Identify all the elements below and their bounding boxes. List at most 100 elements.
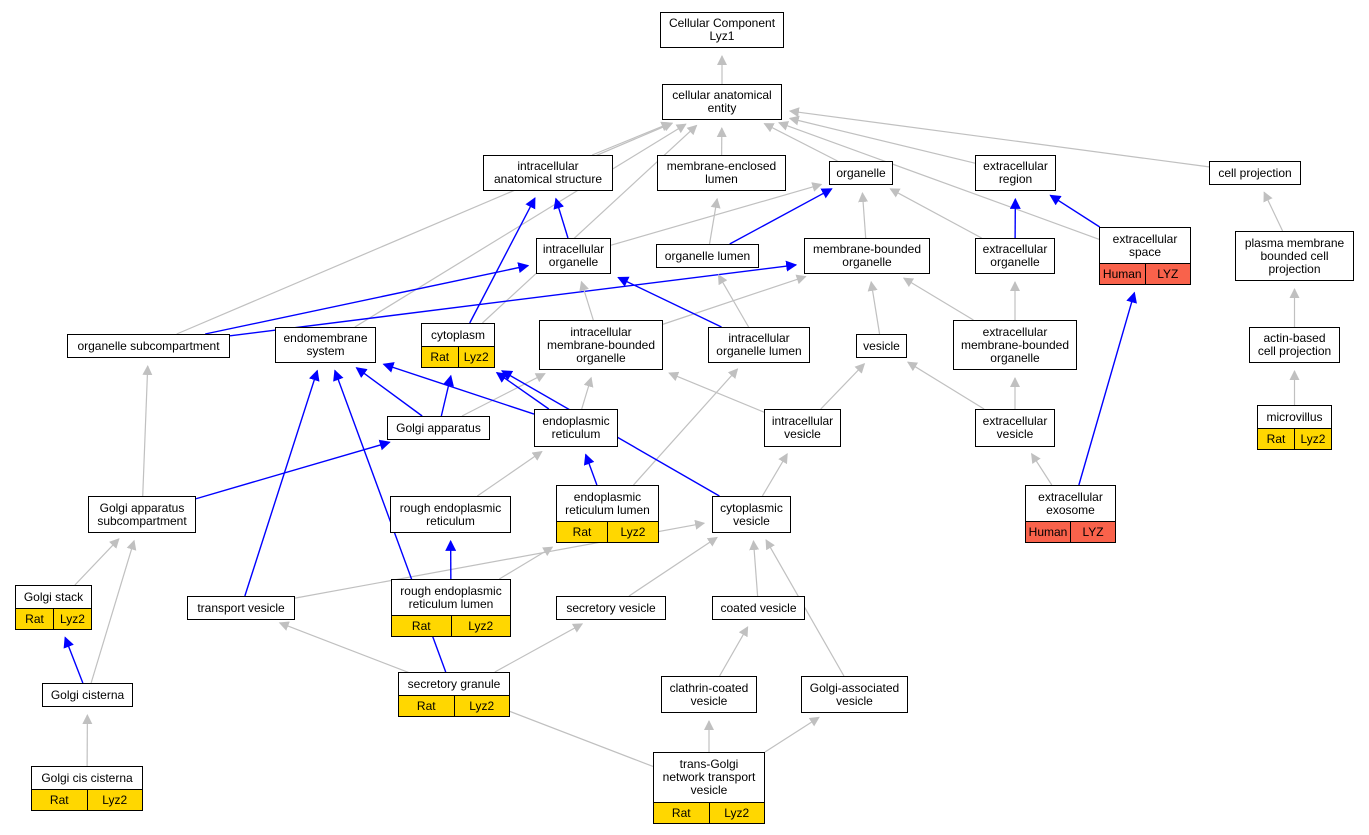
node-label: cellular anatomical entity	[672, 88, 772, 115]
edge-io-to-ias	[553, 197, 569, 239]
node-clathrin-coated-vesicle[interactable]: clathrin-coated vesicle	[661, 676, 757, 713]
node-extracellular-membrane-bounded-organelle[interactable]: extracellular membrane-bounded organelle	[953, 320, 1077, 370]
edge-gc-to-gasc	[90, 539, 137, 684]
edge-endr-to-ems	[382, 362, 535, 415]
node-golgi-apparatus[interactable]: Golgi apparatus	[387, 416, 490, 440]
node-plasma-membrane-bounded-cell-projection[interactable]: plasma membrane bounded cell projection	[1235, 231, 1354, 281]
node-intracellular-organelle[interactable]: intracellular organelle	[536, 238, 611, 274]
node-label: membrane-bounded organelle	[812, 242, 922, 269]
node-intracellular-anatomical-structure[interactable]: intracellular anatomical structure	[483, 155, 613, 191]
node-vesicle[interactable]: vesicle	[856, 334, 907, 358]
edge-ol-to-org	[729, 188, 833, 245]
node-cytoplasmic-vesicle[interactable]: cytoplasmic vesicle	[712, 496, 791, 533]
node-endoplasmic-reticulum[interactable]: endoplasmic reticulum	[534, 409, 618, 447]
node-label: extracellular vesicle	[982, 414, 1048, 441]
node-label: vesicle	[863, 338, 900, 353]
node-membrane-bounded-organelle[interactable]: membrane-bounded organelle	[804, 238, 930, 274]
edge-sv-to-cv	[628, 536, 718, 597]
node-intracellular-membrane-bounded-organelle[interactable]: intracellular membrane-bounded organelle	[539, 320, 663, 370]
species-cell: Rat	[416, 698, 436, 713]
edge-ev-to-ves	[907, 361, 985, 410]
node-label: intracellular vesicle	[771, 414, 834, 441]
node-label: cytoplasm	[430, 327, 486, 342]
node-organelle-lumen[interactable]: organelle lumen	[656, 244, 759, 268]
gene-cell: Lyz2	[53, 609, 91, 629]
node-label: secretory granule	[407, 676, 501, 691]
node-label: rough endoplasmic reticulum	[399, 500, 502, 528]
node-extracellular-region[interactable]: extracellular region	[975, 155, 1056, 191]
gene-cell: Lyz2	[86, 790, 143, 810]
species-cell: Rat	[1266, 431, 1286, 446]
edge-cp-to-cae	[788, 107, 1210, 168]
node-intracellular-organelle-lumen[interactable]: intracellular organelle lumen	[708, 327, 810, 363]
edge-ol-to-mel	[708, 197, 721, 245]
edge-ccv-to-cov	[719, 626, 749, 677]
edge-ias-to-cae	[591, 121, 672, 156]
node-label: Golgi-associated vesicle	[809, 680, 900, 708]
gene-cell: Lyz2	[453, 696, 510, 716]
node-label: Golgi apparatus	[396, 420, 481, 435]
edge-gasc-to-osc	[142, 364, 153, 497]
node-actin-based-cell-projection[interactable]: actin-based cell projection	[1249, 327, 1340, 363]
edge-cov-to-cv	[749, 539, 760, 597]
edge-rerl-to-erl	[498, 546, 554, 580]
node-label: intracellular membrane-bounded organelle	[546, 324, 656, 365]
edge-endr-to-imbo	[581, 376, 594, 410]
node-cell-projection[interactable]: cell projection	[1209, 161, 1301, 185]
edge-eo-to-org	[889, 188, 982, 239]
node-endomembrane-system[interactable]: endomembrane system	[275, 327, 376, 363]
edge-exo-to-ev	[1031, 452, 1053, 486]
edge-tv-to-ems	[244, 369, 320, 597]
edge-ga-to-ems	[355, 367, 423, 417]
node-organelle[interactable]: organelle	[829, 161, 893, 185]
node-label: plasma membrane bounded cell projection	[1244, 235, 1345, 276]
node-extracellular-vesicle[interactable]: extracellular vesicle	[975, 409, 1055, 447]
node-label: organelle subcompartment	[77, 338, 220, 353]
node-membrane-enclosed-lumen[interactable]: membrane-enclosed lumen	[657, 155, 786, 191]
node-organelle-subcompartment[interactable]: organelle subcompartment	[67, 334, 230, 358]
node-cellular-anatomical-entity[interactable]: cellular anatomical entity	[662, 84, 782, 120]
node-golgi-apparatus-subcompartment[interactable]: Golgi apparatus subcompartment	[88, 496, 196, 533]
edge-org-to-cae	[763, 123, 838, 162]
node-extracellular-organelle[interactable]: extracellular organelle	[975, 238, 1055, 274]
node-secretory-vesicle[interactable]: secretory vesicle	[556, 596, 666, 620]
node-golgi-associated-vesicle[interactable]: Golgi-associated vesicle	[801, 676, 908, 713]
node-label: rough endoplasmic reticulum lumen	[400, 583, 502, 611]
node-intracellular-vesicle[interactable]: intracellular vesicle	[764, 409, 841, 447]
node-label: intracellular organelle lumen	[716, 331, 802, 358]
edge-pmbcp-to-cp	[1263, 191, 1284, 232]
node-coated-vesicle[interactable]: coated vesicle	[712, 596, 805, 620]
edge-ga-to-imbo	[461, 373, 546, 417]
edge-iol-to-io	[617, 276, 722, 328]
edge-gasc-to-ga	[195, 439, 391, 500]
node-cellular-component[interactable]: Cellular Component Lyz1	[660, 12, 784, 48]
node-label: extracellular exosome	[1038, 489, 1103, 517]
node-label: endoplasmic reticulum lumen	[565, 489, 650, 517]
node-transport-vesicle[interactable]: transport vesicle	[187, 596, 295, 620]
edge-es-to-cae	[778, 121, 1100, 240]
node-golgi-cisterna[interactable]: Golgi cisterna	[42, 683, 133, 707]
species-cell: Rat	[49, 792, 69, 807]
node-rough-endoplasmic-reticulum[interactable]: rough endoplasmic reticulum	[390, 496, 511, 533]
edge-erl-to-endr	[583, 453, 598, 486]
node-label: extracellular membrane-bounded organelle	[960, 324, 1070, 365]
edge-ga-to-cyt	[440, 374, 454, 417]
species-cell: Human	[1102, 266, 1142, 281]
node-label: extracellular organelle	[982, 242, 1048, 269]
edge-iol-to-ol	[717, 274, 750, 328]
